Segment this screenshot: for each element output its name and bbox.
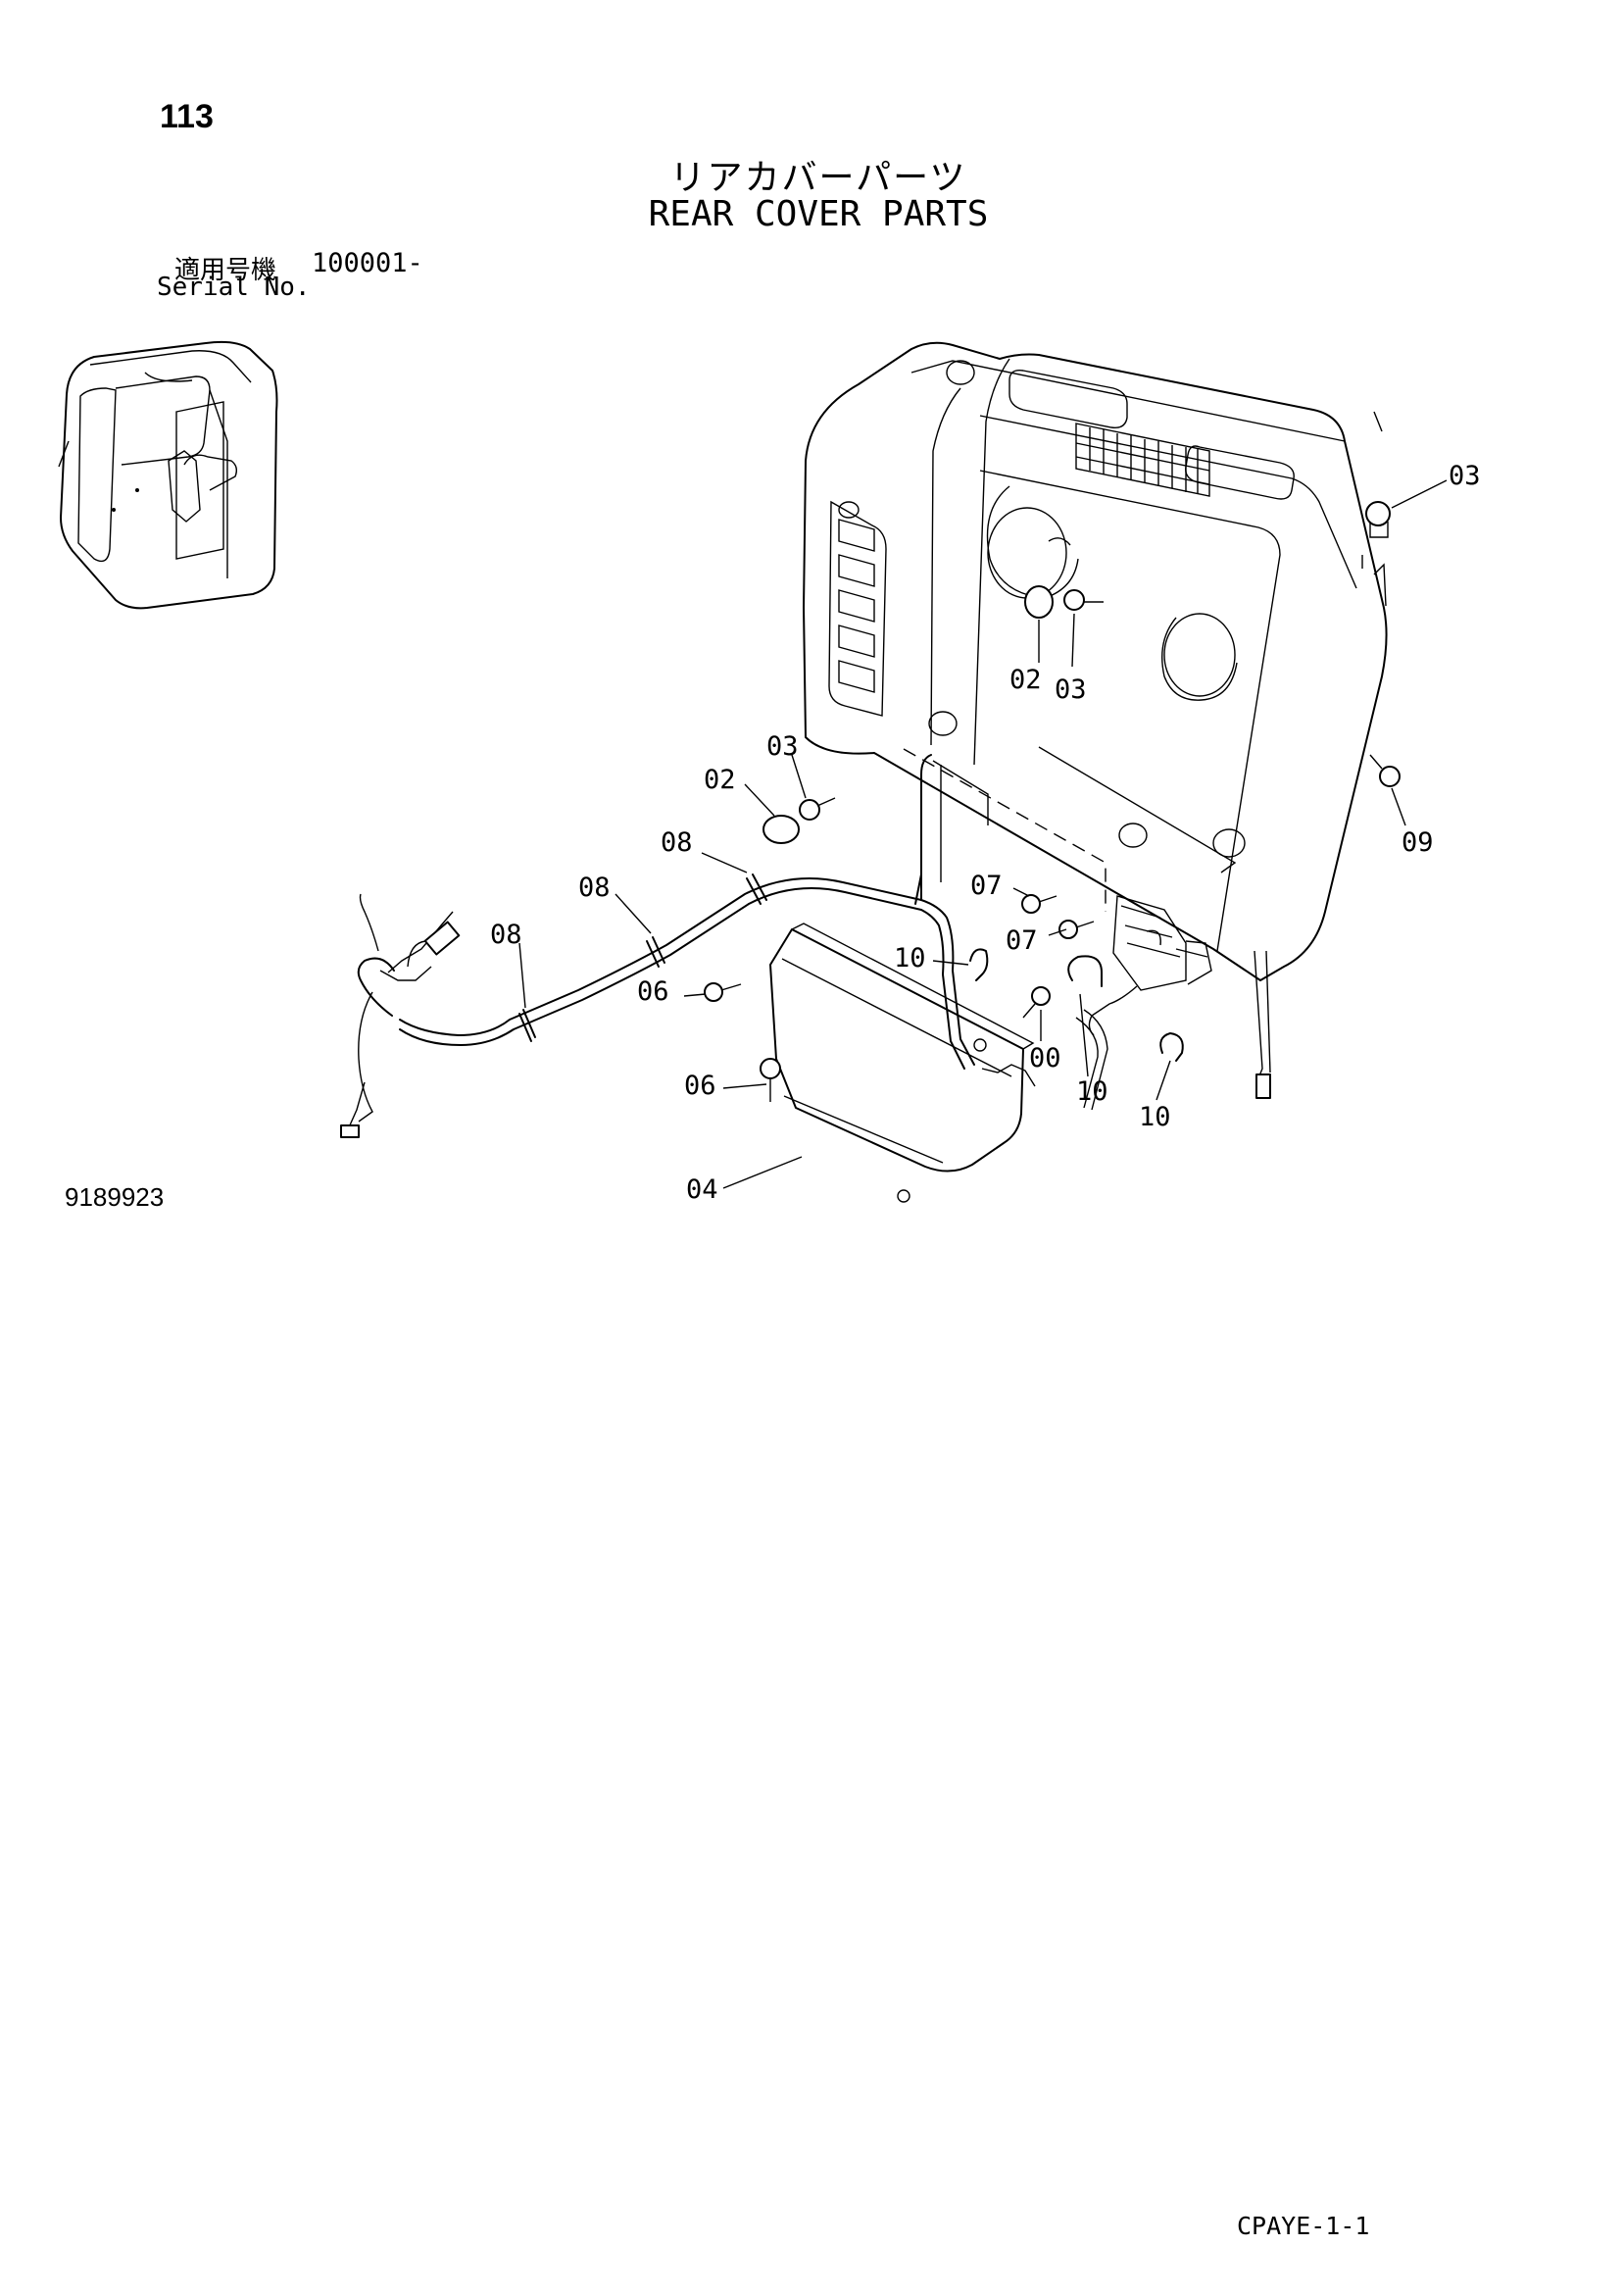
callout-03: 03	[1449, 461, 1481, 491]
bolt-00	[1022, 986, 1051, 1019]
callout-08: 08	[490, 920, 522, 950]
bolt-03-center	[1063, 589, 1104, 611]
callout-00: 00	[1029, 1043, 1061, 1073]
bolt-09	[1369, 754, 1401, 787]
callout-02: 02	[1009, 665, 1042, 695]
callout-07: 07	[970, 871, 1003, 901]
callout-06: 06	[637, 976, 669, 1007]
callout-07: 07	[1006, 925, 1038, 956]
cap-02-left	[762, 815, 800, 844]
callout-03: 03	[766, 731, 799, 762]
callout-09: 09	[1402, 827, 1434, 858]
callout-04: 04	[686, 1174, 718, 1205]
callout-10: 10	[1076, 1076, 1108, 1107]
callout-02: 02	[704, 765, 736, 795]
clamp-10-b	[1067, 955, 1103, 987]
wire-harness	[340, 754, 1271, 1138]
bolt-03-top-right	[1365, 501, 1391, 538]
vent-grille-icon	[1075, 423, 1210, 497]
bolt-06-b	[760, 1058, 781, 1102]
harness-clamp-bands	[518, 873, 922, 1042]
page-code: CPAYE-1-1	[1237, 2212, 1370, 2240]
page-title-japanese: リアカバーパーツ	[669, 158, 967, 198]
page-title-english: REAR COVER PARTS	[648, 194, 989, 234]
serial-label-japanese: 適用号機	[174, 256, 277, 285]
bolt-07-b	[1058, 920, 1095, 939]
serial-label-english: Serial No.	[157, 273, 311, 302]
bolt-07-a	[1021, 894, 1057, 914]
cab-locator-icon	[58, 340, 278, 610]
rear-cover-panel	[803, 341, 1388, 981]
clamp-10-c	[1159, 1032, 1184, 1062]
cap-02-center	[1024, 585, 1054, 619]
callout-10: 10	[1139, 1102, 1171, 1132]
callout-08: 08	[661, 827, 693, 858]
lower-cover-plate	[769, 923, 1035, 1203]
callout-leader-lines	[518, 479, 1448, 1189]
page-number: 113	[160, 98, 214, 135]
clamp-10-a	[969, 948, 989, 981]
bolt-06-a	[704, 982, 742, 1002]
callout-10: 10	[894, 943, 926, 973]
drawing-number: 9189923	[65, 1182, 165, 1212]
bolt-03-left	[799, 797, 836, 821]
serial-range: 100001-	[312, 248, 423, 278]
callout-06: 06	[684, 1071, 716, 1101]
callout-08: 08	[578, 873, 611, 903]
callout-03: 03	[1055, 674, 1087, 705]
